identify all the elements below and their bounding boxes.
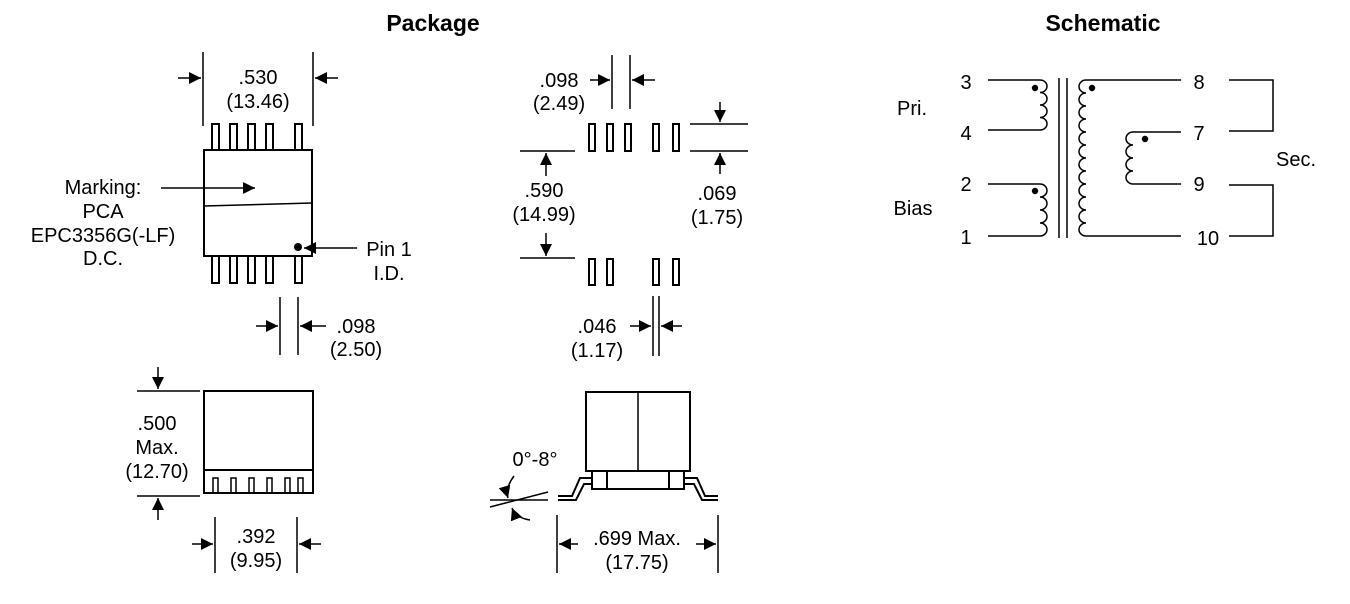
top-view: .530 (13.46) Marking: PCA EPC3356G(-LF) …	[31, 52, 412, 361]
marking-line-2: EPC3356G(-LF)	[31, 225, 176, 247]
marking-line-1: PCA	[82, 201, 124, 223]
schematic-heading: Schematic	[1045, 10, 1160, 36]
end-width-mm: (17.75)	[605, 552, 668, 574]
side-height-in: .500	[138, 413, 177, 435]
side-height-mm: (12.70)	[125, 461, 188, 483]
footprint-pad	[588, 123, 596, 152]
end-width: .699 Max.	[593, 528, 681, 550]
pin-1-label: 1	[960, 227, 971, 249]
footprint-pad	[652, 123, 660, 152]
end-view: 0°-8° .699 Max. (17.75)	[489, 391, 719, 574]
fp-pitch-in: .098	[540, 70, 579, 92]
top-pin	[211, 123, 220, 151]
footprint-pad	[652, 258, 660, 286]
bias-winding	[988, 183, 1048, 237]
marking-label: Marking:	[65, 177, 142, 199]
footprint-pad	[672, 258, 680, 286]
top-pin	[294, 123, 303, 151]
footprint-pad	[606, 258, 614, 286]
schematic: 3 4 2 1 Pri. Bias 8 7 9 10 Sec.	[894, 72, 1316, 250]
fp-padlen-in: .069	[698, 183, 737, 205]
side-view-base	[203, 469, 314, 494]
primary-winding	[988, 79, 1048, 131]
bottom-pin	[294, 254, 303, 284]
fp-rowspan-mm: (14.99)	[512, 204, 575, 226]
secondary-winding	[1078, 79, 1181, 237]
bias-label: Bias	[894, 198, 933, 220]
secondary-label: Sec.	[1276, 149, 1316, 171]
end-angle: 0°-8°	[513, 449, 558, 471]
pin-7-label: 7	[1193, 123, 1204, 145]
fp-padlen-mm: (1.75)	[691, 207, 743, 229]
top-pitch-mm: (2.50)	[330, 339, 382, 361]
top-pin	[247, 123, 256, 151]
primary-label: Pri.	[897, 98, 927, 120]
fp-padwidth-in: .046	[578, 316, 617, 338]
pin-3-label: 3	[960, 72, 971, 94]
pin-9-label: 9	[1193, 174, 1204, 196]
side-height-max: Max.	[135, 437, 178, 459]
pin1-label: Pin 1	[366, 239, 412, 261]
pin-2-label: 2	[960, 174, 971, 196]
pin-4-label: 4	[960, 123, 971, 145]
pin-10-label: 10	[1197, 228, 1219, 250]
side-view: .500 Max. (12.70) .392 (9.95)	[125, 367, 321, 573]
bottom-pin	[211, 254, 220, 284]
side-span-mm: (9.95)	[230, 550, 282, 572]
bottom-pin	[265, 254, 274, 284]
marking-line-3: D.C.	[83, 248, 123, 270]
footprint-pad	[624, 123, 632, 152]
side-view-body	[203, 390, 314, 471]
fp-rowspan-in: .590	[525, 180, 564, 202]
pin1-id-label: I.D.	[373, 263, 404, 285]
package-heading: Package	[386, 10, 479, 36]
top-width-in: .530	[239, 67, 278, 89]
top-pin	[229, 123, 238, 151]
footprint-pad	[672, 123, 680, 152]
bottom-pin	[247, 254, 256, 284]
top-width-mm: (13.46)	[226, 91, 289, 113]
center-winding	[1125, 131, 1181, 185]
fp-padwidth-mm: (1.17)	[571, 340, 623, 362]
pin-8-label: 8	[1193, 72, 1204, 94]
side-span-in: .392	[237, 526, 276, 548]
footprint-pad	[606, 123, 614, 152]
footprint: .098 (2.49) .590 (14.99) .069 (1.75) .04…	[512, 55, 748, 362]
pin1-dot	[294, 243, 302, 251]
footprint-pad	[588, 258, 596, 286]
bottom-pin	[229, 254, 238, 284]
fp-pitch-mm: (2.49)	[533, 93, 585, 115]
top-pitch-in: .098	[337, 316, 376, 338]
top-pin	[265, 123, 274, 151]
